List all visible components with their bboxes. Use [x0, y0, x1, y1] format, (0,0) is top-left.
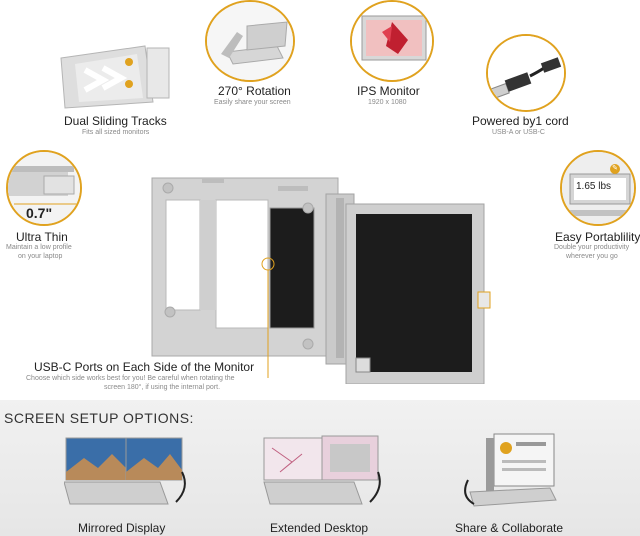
ultra-thin-subtitle-1: Maintain a low profile: [6, 244, 72, 251]
share-collaborate-image: [460, 430, 560, 512]
ips-monitor-image: [350, 0, 434, 82]
thickness-label: 0.7": [26, 205, 53, 221]
ips-subtitle: 1920 x 1080: [368, 99, 407, 106]
dual-sliding-subtitle: Fits all sized monitors: [82, 129, 150, 136]
setup-heading: SCREEN SETUP OPTIONS:: [4, 410, 194, 426]
portability-title: Easy Portablility: [555, 230, 640, 244]
rotation-title: 270° Rotation: [218, 84, 291, 98]
setup-option-extended: Extended Desktop: [270, 521, 369, 535]
rotation-image: [205, 0, 295, 82]
monitor-illustration: [140, 168, 500, 385]
ips-title: IPS Monitor: [357, 84, 420, 98]
dual-sliding-tracks-image: [55, 40, 175, 110]
mirrored-display-image: [63, 432, 194, 510]
usbc-title: USB-C Ports on Each Side of the Monitor: [34, 360, 255, 374]
ultra-thin-subtitle-2: on your laptop: [18, 253, 63, 260]
power-cord-image: [486, 34, 566, 112]
weight-label: 1.65 lbs: [576, 181, 612, 192]
usbc-subtitle-1: Choose which side works best for you! Be…: [26, 375, 235, 382]
setup-option-mirrored: Mirrored Display: [78, 521, 166, 535]
power-title: Powered by1 cord: [472, 114, 569, 128]
edit-icon: ✎: [610, 164, 620, 174]
portability-subtitle-2: wherever you go: [566, 253, 618, 260]
power-subtitle: USB-A or USB-C: [492, 129, 545, 136]
rotation-subtitle: Easily share your screen: [214, 99, 291, 106]
usbc-subtitle-2: screen 180°, if using the internal port.: [104, 384, 221, 391]
portability-image: [560, 150, 636, 226]
ultra-thin-title: Ultra Thin: [16, 230, 68, 244]
extended-desktop-image: [262, 432, 386, 510]
dual-sliding-title: Dual Sliding Tracks: [64, 114, 167, 128]
setup-option-share: Share & Collaborate: [455, 521, 564, 535]
ultra-thin-image: [6, 150, 82, 226]
portability-subtitle-1: Double your productivity: [554, 244, 630, 251]
